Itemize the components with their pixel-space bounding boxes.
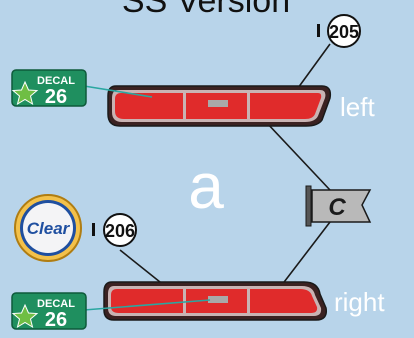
reverse-lens — [208, 296, 228, 303]
decal-badge-bottom: DECAL 26 — [11, 292, 211, 331]
star-icon — [11, 303, 39, 329]
leader-lines — [119, 43, 331, 291]
step-letter: a — [188, 150, 224, 222]
reverse-lens — [208, 100, 228, 107]
svg-text:DECAL: DECAL — [37, 75, 75, 87]
top-tail-light — [107, 85, 332, 127]
decal-badge-top: DECAL 26 — [11, 69, 153, 108]
side-label-right: right — [334, 287, 385, 317]
part-number-label: 205 — [329, 22, 359, 42]
svg-text:C: C — [328, 194, 346, 221]
decal-leader — [83, 85, 153, 98]
leader-flag-to-bottom-light — [277, 221, 331, 291]
svg-text:DECAL: DECAL — [37, 298, 75, 310]
star-icon — [11, 80, 39, 106]
bottom-tail-light — [103, 281, 328, 321]
part-number-206: 206 — [92, 213, 137, 247]
flag-c: C — [305, 185, 372, 227]
part-number-label: 206 — [105, 221, 135, 241]
side-label-left: left — [340, 92, 375, 122]
part-number-205: 205 — [317, 14, 361, 48]
page-title: SS Version — [122, 0, 290, 20]
leader-205-to-top-light — [297, 43, 331, 89]
svg-text:26: 26 — [45, 86, 67, 108]
clear-badge: Clear — [14, 194, 82, 262]
svg-text:Clear: Clear — [27, 219, 71, 238]
svg-text:26: 26 — [45, 309, 67, 331]
leader-top-light-to-flag — [265, 121, 331, 191]
decal-leader — [83, 299, 211, 311]
